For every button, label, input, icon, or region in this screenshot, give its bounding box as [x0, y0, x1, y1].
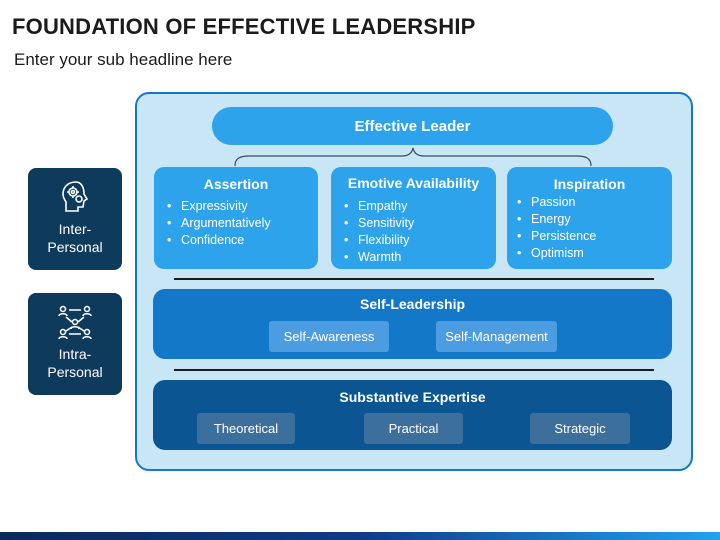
page-subtitle: Enter your sub headline here [14, 50, 233, 69]
list-item: Warmth [336, 249, 496, 266]
emotive-availability-card: Emotive Availability Empathy Sensitivity… [331, 167, 496, 269]
assertion-list: Expressivity Argumentatively Confidence [154, 198, 318, 249]
list-item: Sensitivity [336, 215, 496, 232]
divider-line [174, 369, 654, 371]
page-title: FOUNDATION OF EFFECTIVE LEADERSHIP [12, 14, 476, 39]
head-gears-icon [62, 181, 89, 212]
intra-personal-label: Intra-Personal [47, 346, 103, 380]
emotive-availability-list: Empathy Sensitivity Flexibility Warmth [331, 198, 496, 266]
curly-brace [234, 147, 592, 167]
inspiration-card: Inspiration Passion Energy Persistence O… [507, 167, 672, 269]
assertion-card: Assertion Expressivity Argumentatively C… [154, 167, 318, 269]
list-item: Confidence [159, 232, 318, 249]
intra-personal-box: Intra-Personal [28, 293, 122, 395]
list-item: Persistence [509, 228, 672, 245]
inter-personal-box: Inter-Personal [28, 168, 122, 270]
inspiration-title: Inspiration [553, 176, 626, 192]
inter-personal-label: Inter-Personal [47, 221, 103, 255]
list-item: Argumentatively [159, 215, 318, 232]
footer-gradient-bar [0, 532, 720, 540]
list-item: Energy [509, 211, 672, 228]
self-awareness-chip: Self-Awareness [269, 321, 389, 352]
list-item: Optimism [509, 245, 672, 262]
divider-line [174, 278, 654, 280]
self-leadership-band: Self-Leadership [153, 289, 672, 359]
theoretical-chip: Theoretical [197, 413, 295, 444]
list-item: Passion [509, 194, 672, 211]
self-management-chip: Self-Management [436, 321, 557, 352]
emotive-availability-title: Emotive Availability [347, 175, 480, 191]
assertion-title: Assertion [203, 176, 269, 192]
effective-leader-bar: Effective Leader [212, 107, 613, 145]
strategic-chip: Strategic [530, 413, 630, 444]
inspiration-list: Passion Energy Persistence Optimism [507, 194, 672, 262]
list-item: Empathy [336, 198, 496, 215]
list-item: Flexibility [336, 232, 496, 249]
substantive-expertise-title: Substantive Expertise [339, 389, 486, 405]
practical-chip: Practical [364, 413, 463, 444]
self-leadership-title: Self-Leadership [359, 296, 466, 312]
list-item: Expressivity [159, 198, 318, 215]
network-people-icon [58, 305, 92, 340]
